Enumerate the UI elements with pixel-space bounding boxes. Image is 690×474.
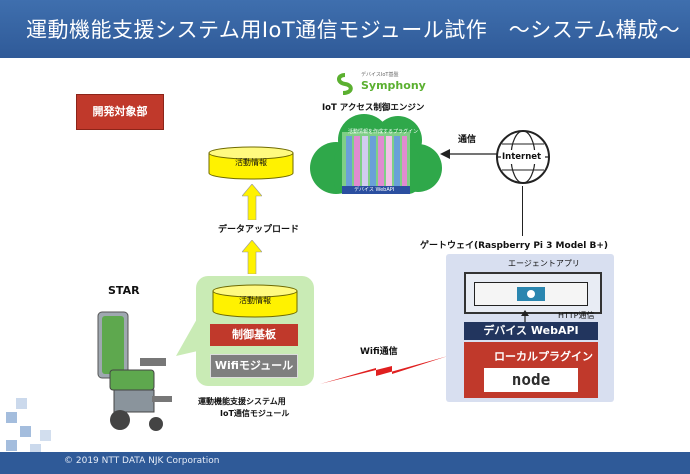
cloud-webapi-label: デバイス WebAPI (354, 187, 395, 193)
comm-label: 通信 (458, 135, 477, 145)
comm-arrow-icon (440, 149, 504, 159)
plugin-label: 活動情報を作成するプラグイン (348, 129, 419, 135)
decorative-cubes (0, 372, 64, 474)
symphony-s-icon (337, 73, 353, 95)
upload-label: データアップロード (218, 225, 300, 235)
wifi-module-box: Wifiモジュール (210, 354, 298, 378)
module-activity-cylinder: 活動情報 (212, 284, 298, 318)
internet-label: Internet (502, 152, 542, 162)
footer-bar: © 2019 NTT DATA NJK Corporation (0, 452, 690, 474)
bubble-pointer (176, 310, 202, 356)
http-label: HTTP通信 (558, 311, 595, 320)
module-activity-label: 活動情報 (239, 296, 271, 305)
upload-arrow-top-icon (242, 184, 262, 220)
wifi-comm-label: Wifi通信 (360, 347, 398, 357)
cloud-activity-label: 活動情報 (235, 158, 267, 167)
star-label: STAR (108, 284, 140, 297)
symphony-logo: デバイスIoT基盤 Symphony (331, 70, 426, 98)
title-bar: 運動機能支援システム用IoT通信モジュール試作 ～システム構成～ (0, 0, 690, 58)
agent-app-label: エージェントアプリ (508, 259, 580, 268)
module-caption-line2: IoT通信モジュール (220, 409, 290, 418)
device-webapi-box: デバイス WebAPI (464, 322, 598, 340)
internet-gateway-line (522, 186, 524, 236)
symphony-caption: IoT アクセス制御エンジン (322, 103, 425, 113)
module-caption-line1: 運動機能支援システム用 (198, 397, 286, 406)
slide-title: 運動機能支援システム用IoT通信モジュール試作 ～システム構成～ (26, 18, 681, 42)
wifi-lightning-icon (320, 356, 448, 384)
logo-name: Symphony (361, 79, 426, 92)
agent-app-screen (474, 282, 588, 306)
gateway-title: ゲートウェイ(Raspberry Pi 3 Model B+) (420, 241, 608, 251)
local-plugin-label: ローカルプラグイン (494, 350, 593, 363)
upload-arrow-bottom-icon (242, 240, 262, 274)
cloud-activity-cylinder: 活動情報 (208, 146, 294, 180)
control-board-box: 制御基板 (210, 324, 298, 346)
globe-icon (496, 130, 550, 184)
nodejs-logo-text: node (511, 370, 551, 389)
copyright-text: © 2019 NTT DATA NJK Corporation (64, 456, 220, 466)
cloud-icon (310, 114, 442, 194)
dev-target-legend: 開発対象部 (76, 94, 164, 130)
nodejs-logo: node (484, 368, 578, 392)
agent-icon (517, 287, 545, 301)
wheelchair-icon (97, 311, 172, 431)
logo-small-text: デバイスIoT基盤 (361, 72, 399, 78)
